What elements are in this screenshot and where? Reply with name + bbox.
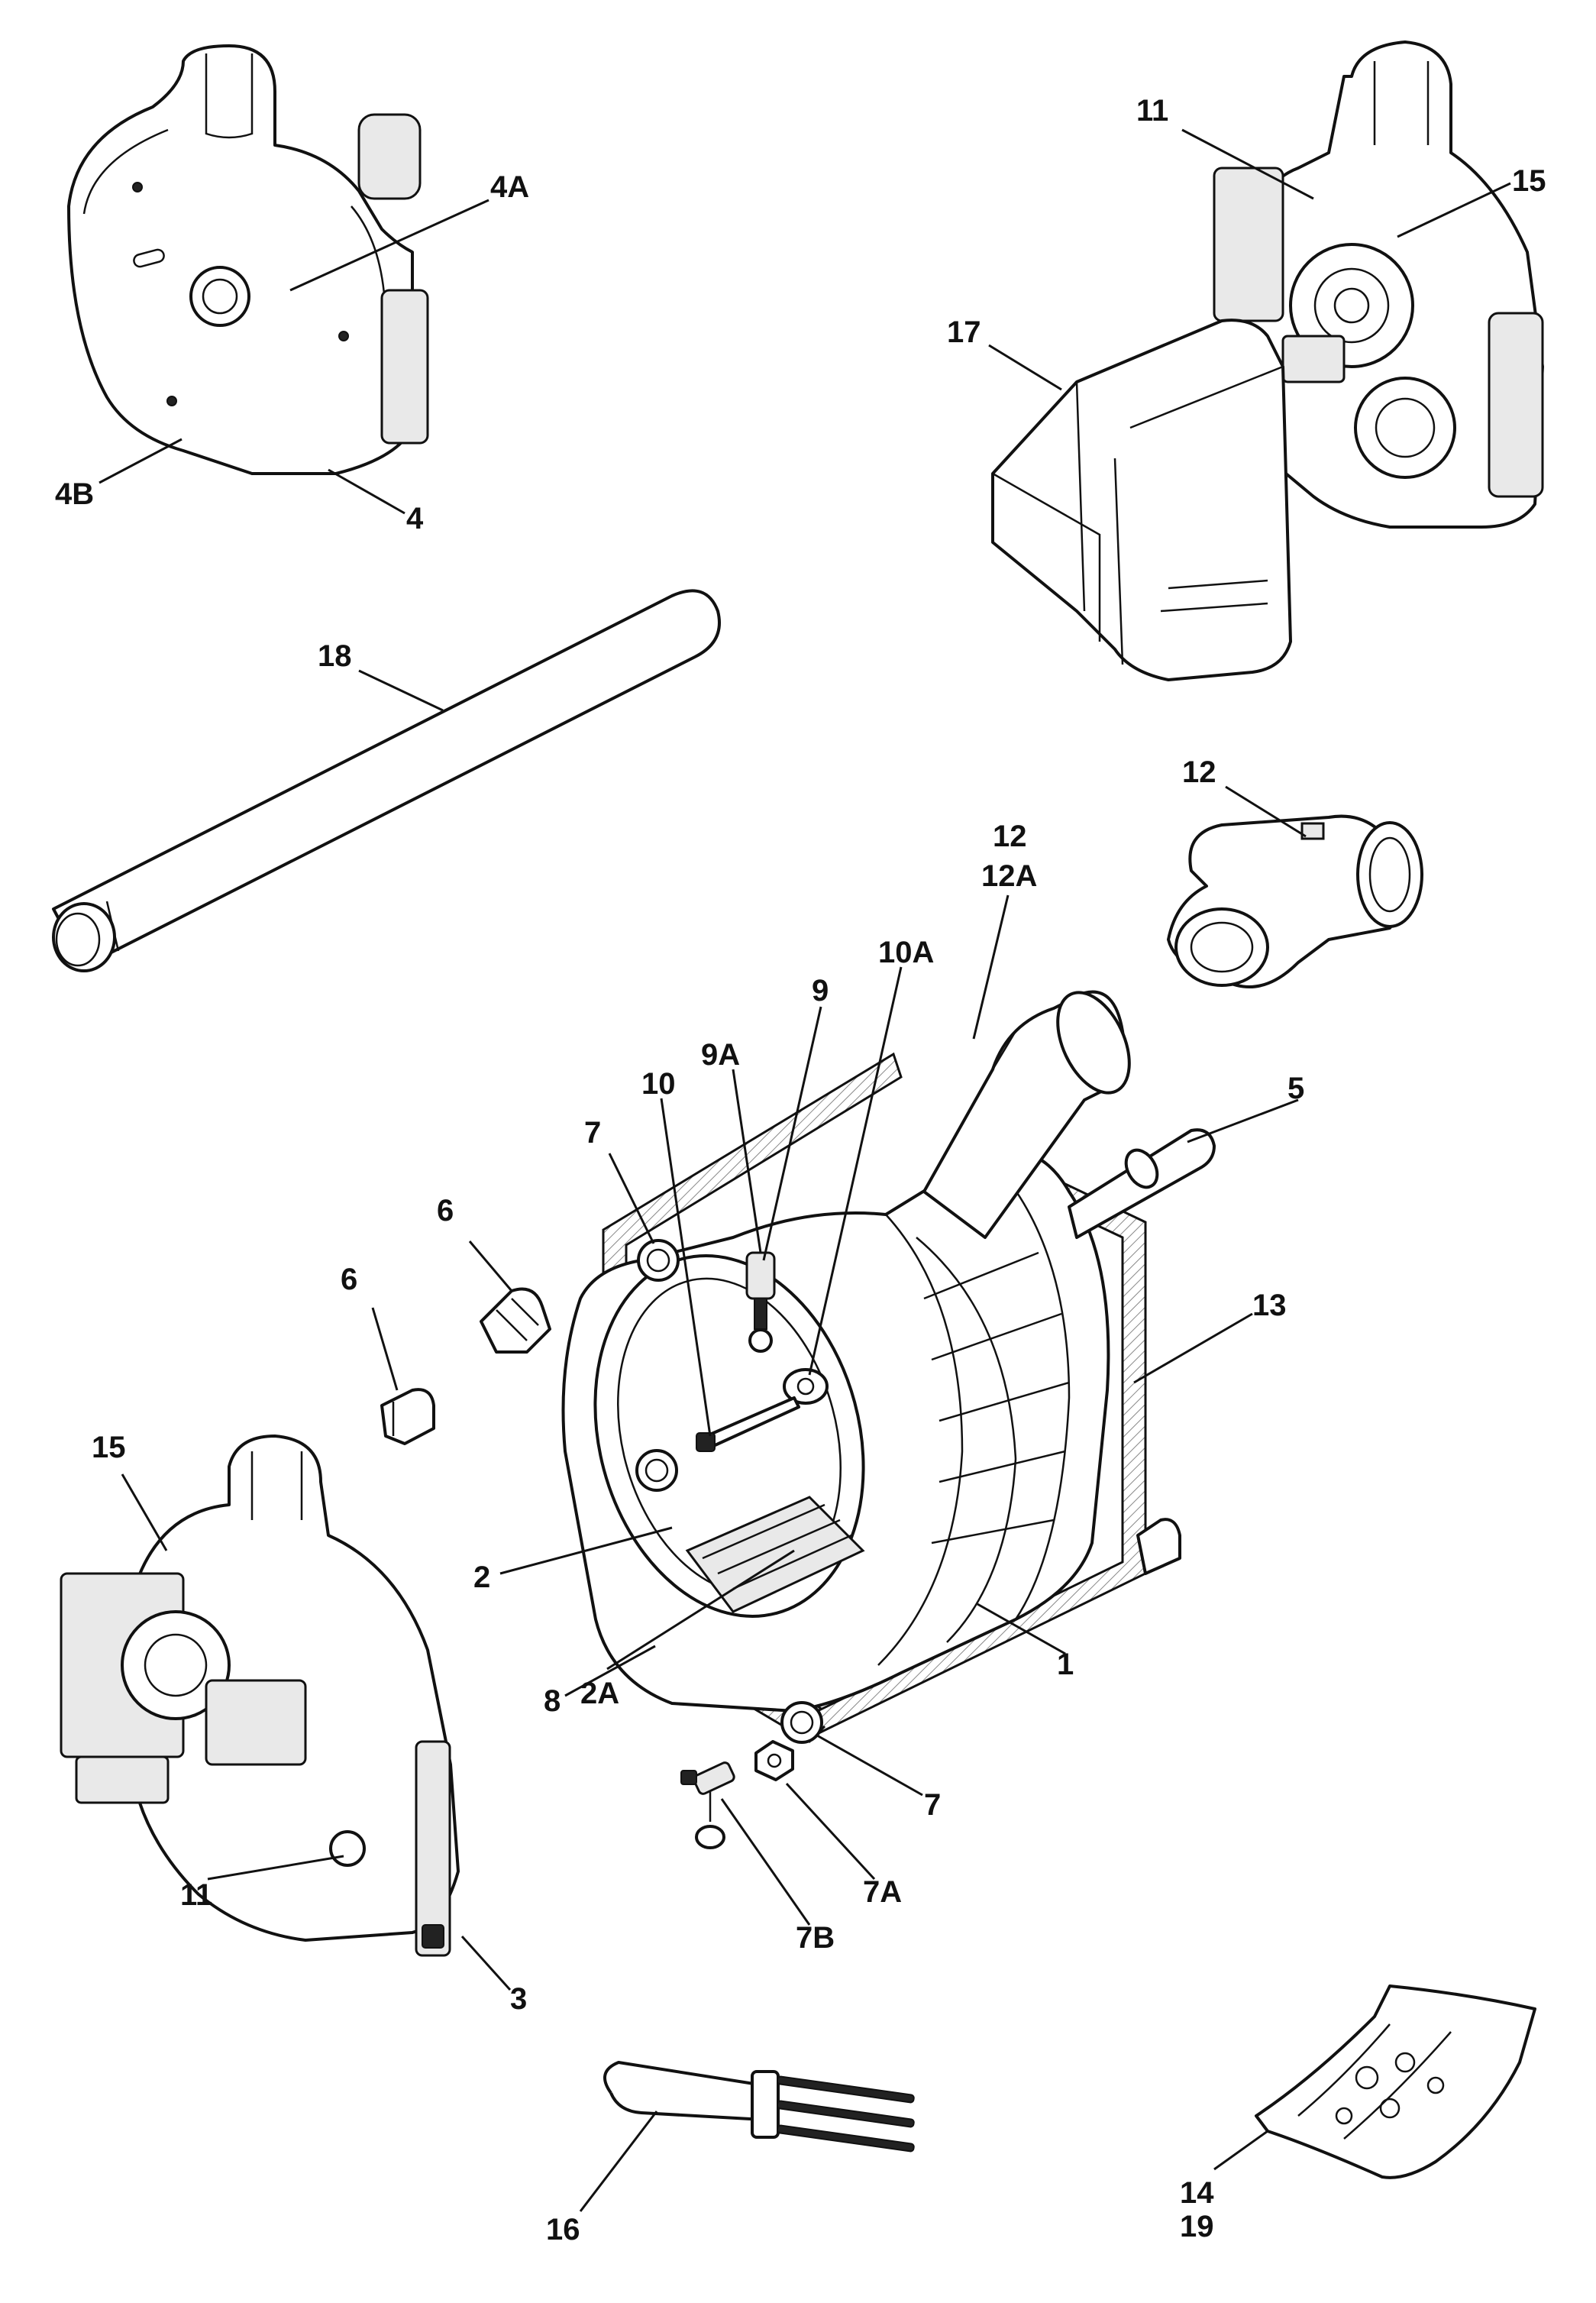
leader-7-bottom <box>816 1734 923 1797</box>
parts-bag-part-14-19 <box>1255 1984 1536 2179</box>
callout-9A: 9A <box>701 1038 740 1072</box>
leader-14 <box>1213 2130 1268 2171</box>
leader-9 <box>762 1006 822 1261</box>
leader-5 <box>1187 1098 1299 1143</box>
callout-12-right: 12 <box>1182 755 1216 789</box>
callout-5: 5 <box>1287 1072 1304 1105</box>
leader-15-left <box>121 1473 168 1551</box>
leader-11-top <box>1181 128 1314 200</box>
callout-11-left: 11 <box>180 1878 212 1912</box>
leader-17 <box>988 344 1062 391</box>
callout-12: 12 <box>993 820 1027 853</box>
gas-valve-assembly-part-3 <box>60 1435 460 1957</box>
tee-connector-part-12 <box>1167 814 1423 988</box>
leader-10 <box>660 1098 712 1437</box>
leader-4B <box>99 438 183 484</box>
leader-16 <box>579 2111 658 2212</box>
leader-7-top <box>608 1153 655 1244</box>
callout-4B: 4B <box>55 477 94 511</box>
leader-6-a <box>468 1240 513 1292</box>
callout-6-a: 6 <box>437 1194 454 1228</box>
callout-7-top: 7 <box>584 1116 601 1150</box>
heat-exchanger-part-1 <box>561 1148 1110 1713</box>
leader-1 <box>977 1603 1066 1655</box>
callout-3: 3 <box>510 1982 527 2016</box>
leader-11-left <box>207 1855 344 1881</box>
callout-1: 1 <box>1057 1648 1074 1681</box>
callout-17: 17 <box>947 315 981 349</box>
elbow-part-6 <box>480 1287 551 1354</box>
leader-7B <box>720 1798 811 1926</box>
tube-part-18 <box>52 589 721 972</box>
leader-15-top <box>1397 182 1511 238</box>
leader-4A <box>289 199 489 292</box>
plug-part-7-bottom <box>780 1701 823 1744</box>
drain-cap-part-7A <box>754 1740 794 1781</box>
nipple-part-6 <box>380 1388 435 1445</box>
callout-15-top: 15 <box>1512 164 1546 198</box>
callout-15-left: 15 <box>92 1431 126 1464</box>
callout-9: 9 <box>812 974 829 1008</box>
callout-13: 13 <box>1252 1289 1287 1322</box>
leader-12A <box>972 894 1010 1040</box>
flue-pipe-part-12A <box>922 990 1131 1239</box>
leader-2 <box>499 1526 673 1575</box>
callout-19: 19 <box>1180 2210 1214 2243</box>
leader-4 <box>328 468 405 515</box>
leader-2A <box>606 1549 795 1671</box>
leader-6-b <box>371 1307 399 1391</box>
callout-2: 2 <box>473 1561 490 1594</box>
sensor-part-9 <box>745 1251 776 1353</box>
leader-3 <box>460 1935 512 1991</box>
drain-fitting-part-7B <box>680 1761 735 1849</box>
leader-9A <box>732 1069 762 1253</box>
callout-6-b: 6 <box>341 1263 357 1296</box>
leader-8 <box>564 1645 656 1697</box>
callout-11-top: 11 <box>1136 94 1168 128</box>
burner-cover-part-17 <box>991 319 1292 681</box>
callout-8: 8 <box>544 1684 561 1718</box>
leader-12-right <box>1225 785 1307 838</box>
callout-16: 16 <box>546 2213 580 2246</box>
rod-part-5 <box>1068 1128 1216 1575</box>
callout-7B: 7B <box>796 1921 835 1955</box>
callout-10: 10 <box>641 1067 676 1101</box>
callout-14: 14 <box>1180 2176 1214 2210</box>
callout-4A: 4A <box>490 170 529 204</box>
callout-7A: 7A <box>863 1875 902 1909</box>
callout-7-bottom: 7 <box>924 1788 941 1822</box>
burner-assembly-top-right <box>1213 40 1544 529</box>
electrode-part-16 <box>603 2061 915 2153</box>
leader-18 <box>358 669 444 712</box>
front-cover-part-4 <box>67 44 429 475</box>
leader-10A <box>808 966 903 1376</box>
callout-4: 4 <box>406 502 424 535</box>
plug-part-7-top <box>637 1239 680 1282</box>
callout-18: 18 <box>318 639 352 673</box>
probe-part-10 <box>696 1396 800 1452</box>
sensor-part-10A <box>783 1368 829 1405</box>
leader-13 <box>1133 1312 1253 1384</box>
plug-part-8 <box>635 1449 678 1492</box>
callout-10A: 10A <box>878 936 934 969</box>
callout-2A: 2A <box>580 1677 619 1710</box>
callout-12A: 12A <box>981 859 1037 893</box>
leader-7A <box>785 1782 876 1881</box>
